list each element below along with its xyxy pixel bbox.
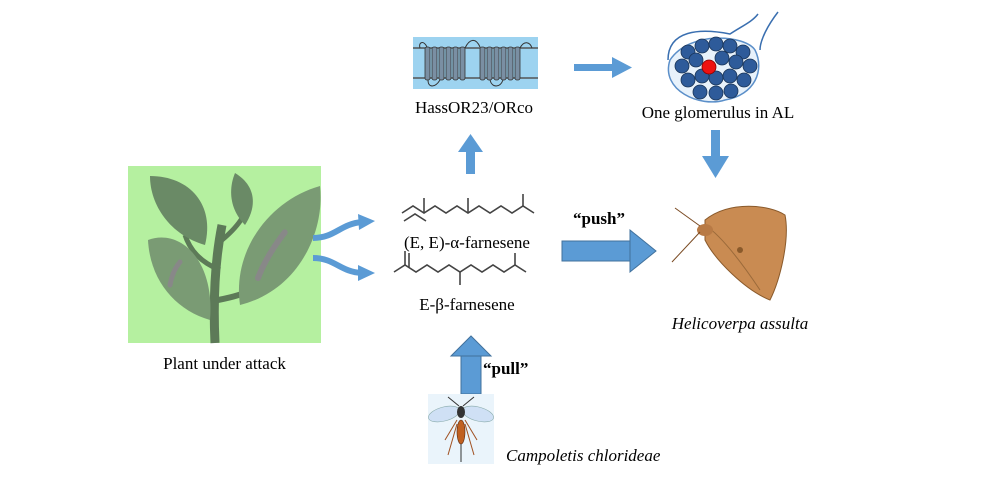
arrow-plant-to-alpha [312, 219, 363, 241]
push-label: “push” [573, 209, 625, 228]
push-arrow [561, 228, 657, 274]
moth-image [671, 205, 787, 301]
plant-image [128, 166, 321, 344]
beta-farnesene-structure [393, 251, 527, 285]
glomerulus-image [667, 11, 779, 103]
pull-label: “pull” [483, 359, 529, 378]
moth-label: Helicoverpa assulta [671, 314, 809, 333]
receptor-image [413, 37, 538, 89]
wasp-image [428, 394, 494, 464]
alpha-farnesene-label: (E, E)-α-farnesene [404, 233, 530, 252]
glomerulus-label: One glomerulus in AL [641, 103, 795, 122]
arrow-receptor-to-glomerulus [574, 57, 632, 78]
beta-farnesene-label: E-β-farnesene [419, 295, 515, 314]
arrow-plant-to-beta [312, 255, 363, 276]
receptor-label: HassOR23/ORco [414, 98, 534, 117]
arrow-glomerulus-to-moth [702, 130, 729, 178]
alpha-farnesene-structure [401, 194, 535, 222]
wasp-label: Campoletis chlorideae [506, 446, 661, 465]
highlight-glomerulus [701, 59, 717, 75]
plant-label: Plant under attack [163, 354, 286, 373]
arrow-compound-to-receptor [458, 134, 483, 174]
